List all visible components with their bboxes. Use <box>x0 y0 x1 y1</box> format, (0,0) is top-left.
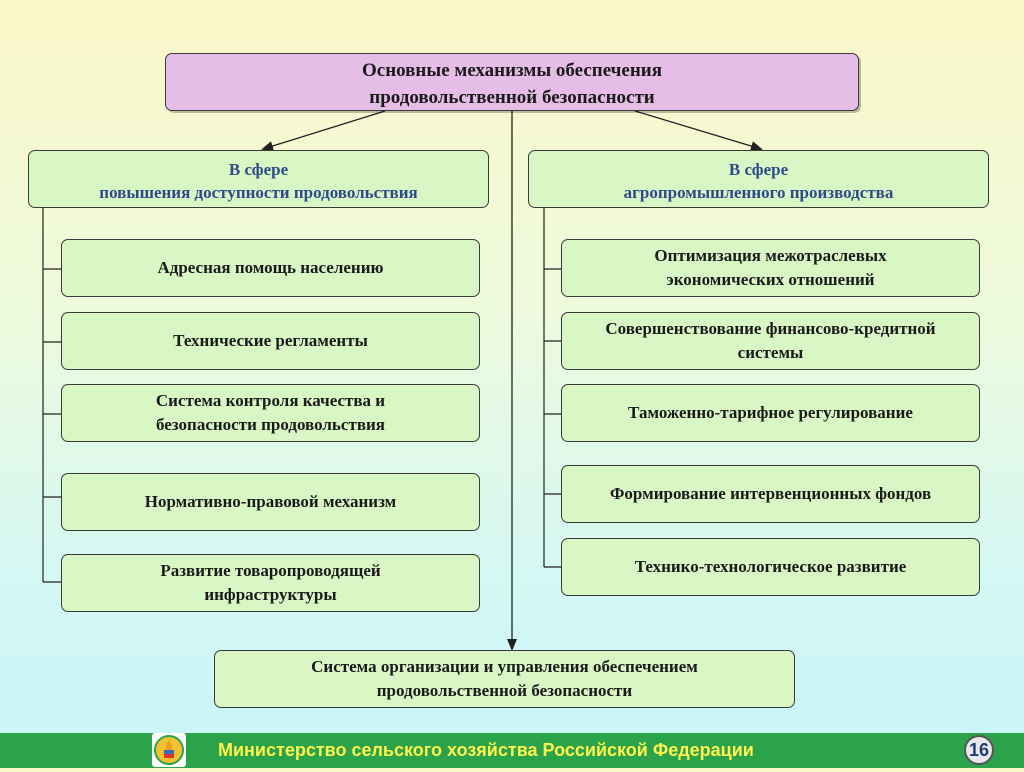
right-item-intersector-relations: Оптимизация межотраслевых экономических … <box>561 239 980 297</box>
ministry-logo-icon <box>152 733 186 767</box>
right-item-label: Оптимизация межотраслевых экономических … <box>654 246 887 289</box>
left-item-quality-control: Система контроля качества и безопасности… <box>61 384 480 442</box>
page-number-badge: 16 <box>964 735 994 765</box>
bottom-system-box: Система организации и управления обеспеч… <box>214 650 795 708</box>
right-item-label: Формирование интервенционных фондов <box>609 484 932 503</box>
diagram-title-box: Основные механизмы обеспечения продоволь… <box>165 53 859 111</box>
right-item-label: Совершенствование финансово-кредитной си… <box>605 319 936 362</box>
bottom-system-label: Система организации и управления обеспеч… <box>311 657 698 700</box>
left-item-label: Технические регламенты <box>173 331 368 350</box>
right-item-intervention-funds: Формирование интервенционных фондов <box>561 465 980 523</box>
left-category-line-2: повышения доступности продовольствия <box>99 183 418 202</box>
left-item-label: Адресная помощь населению <box>157 258 384 277</box>
right-item-label: Технико-технологическое развитие <box>634 557 907 576</box>
right-item-finance-credit: Совершенствование финансово-кредитной си… <box>561 312 980 370</box>
left-item-legal-mechanism: Нормативно-правовой механизм <box>61 473 480 531</box>
left-category-line-1: В сфере <box>228 160 289 179</box>
right-category-box: В сфере агропромышленного производства <box>528 150 989 208</box>
right-item-label: Таможенно-тарифное регулирование <box>628 403 913 422</box>
left-item-technical-regulations: Технические регламенты <box>61 312 480 370</box>
right-item-customs-tariff: Таможенно-тарифное регулирование <box>561 384 980 442</box>
left-item-label: Развитие товаропроводящей инфраструктуры <box>160 561 381 604</box>
left-category-box: В сфере повышения доступности продовольс… <box>28 150 489 208</box>
ministry-name: Министерство сельского хозяйства Российс… <box>218 740 754 760</box>
arrow-to-right-category <box>634 110 763 151</box>
left-item-targeted-aid: Адресная помощь населению <box>61 239 480 297</box>
left-item-infrastructure: Развитие товаропроводящей инфраструктуры <box>61 554 480 612</box>
title-line-1: Основные механизмы обеспечения <box>361 60 663 81</box>
right-item-tech-development: Технико-технологическое развитие <box>561 538 980 596</box>
right-category-line-2: агропромышленного производства <box>623 183 894 202</box>
left-item-label: Система контроля качества и безопасности… <box>155 391 386 434</box>
right-category-line-1: В сфере <box>728 160 789 179</box>
title-line-2: продовольственной безопасности <box>369 87 655 108</box>
arrow-to-left-category <box>261 110 386 151</box>
left-item-label: Нормативно-правовой механизм <box>144 492 397 511</box>
